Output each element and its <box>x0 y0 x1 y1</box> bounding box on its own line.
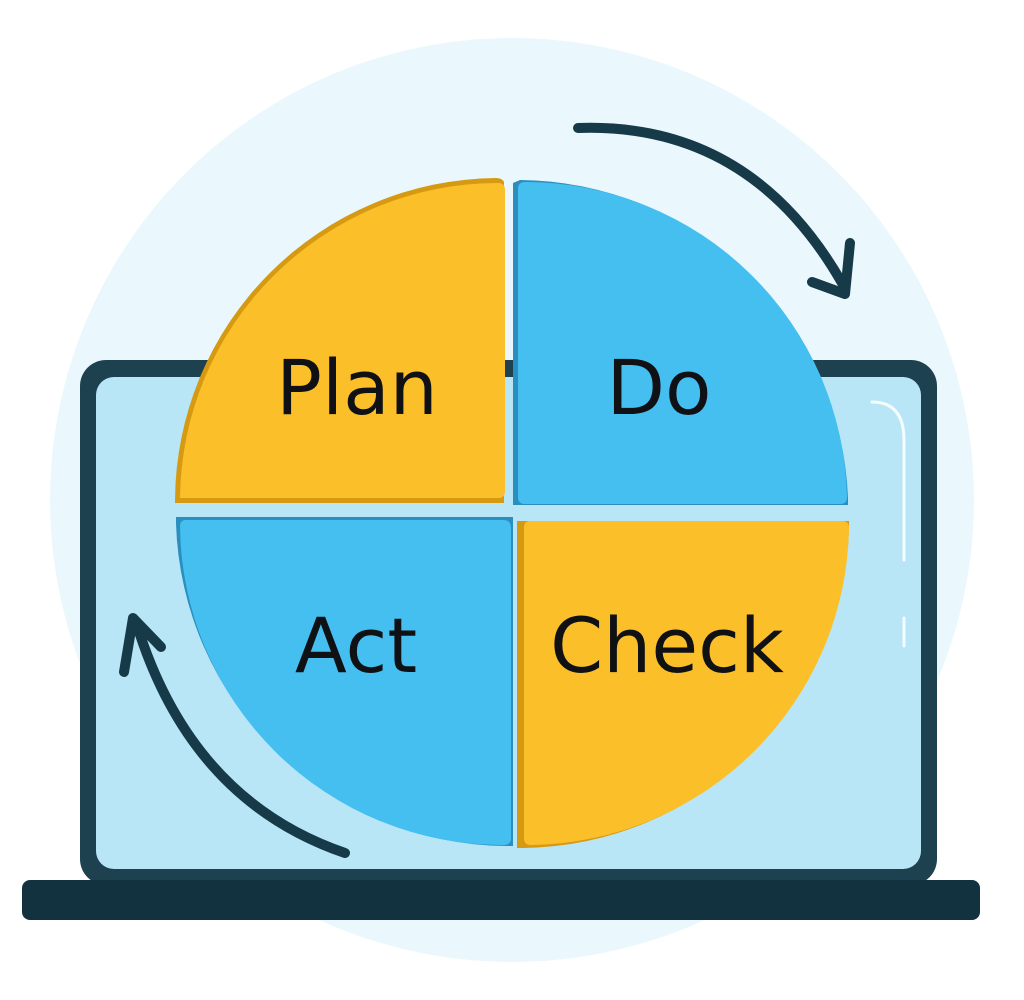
quadrant-do <box>513 180 848 505</box>
laptop-base <box>22 880 980 920</box>
label-check: Check <box>550 601 784 690</box>
quadrant-plan <box>175 178 505 503</box>
screen-glare <box>870 400 906 562</box>
clockwise-arrow-icon <box>119 613 350 858</box>
label-act: Act <box>295 601 417 690</box>
quadrant-act <box>176 517 513 846</box>
pdca-circle: Plan Do Act Check <box>175 178 849 848</box>
quadrant-check <box>517 521 849 848</box>
label-plan: Plan <box>276 343 438 432</box>
label-do: Do <box>606 343 711 432</box>
clockwise-arrow-icon <box>573 122 855 299</box>
